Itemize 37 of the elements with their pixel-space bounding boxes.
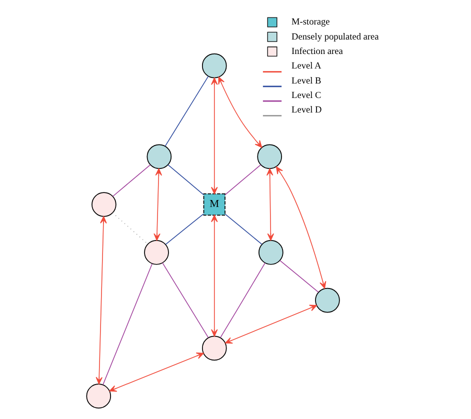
arrow (266, 168, 274, 241)
node-circle (314, 288, 340, 313)
arrow (153, 168, 162, 241)
node-circle (258, 240, 283, 265)
arrow (95, 216, 106, 384)
node-box: M (202, 193, 225, 216)
legend-label: Infection area (291, 46, 342, 57)
node-circle (91, 192, 116, 217)
legend-label: Level D (291, 106, 322, 116)
legend-label: Densely populated area (291, 32, 378, 42)
arrow (210, 78, 218, 194)
node-circle (201, 53, 226, 78)
legend-label: Level B (291, 76, 321, 86)
connector (164, 214, 204, 245)
node-circle (201, 336, 226, 361)
connector (224, 164, 261, 196)
connector (164, 76, 208, 147)
arrow (210, 214, 218, 337)
legend-label: Level C (291, 90, 321, 101)
connector (167, 164, 204, 196)
node-circle (86, 384, 111, 408)
connector (112, 164, 150, 197)
node-circle (256, 144, 282, 170)
connector (224, 214, 262, 245)
connector (219, 262, 265, 338)
connector (279, 260, 318, 293)
node-circle (146, 144, 172, 170)
connector (112, 212, 148, 244)
connector (162, 262, 208, 338)
connector (102, 263, 152, 386)
arrow (108, 352, 204, 392)
node-circle (144, 240, 168, 265)
arrow (275, 166, 326, 289)
arrow (218, 76, 262, 148)
arrow (224, 304, 317, 344)
legend-label: Level A (291, 62, 321, 72)
legend-label: M-storage (291, 18, 330, 28)
